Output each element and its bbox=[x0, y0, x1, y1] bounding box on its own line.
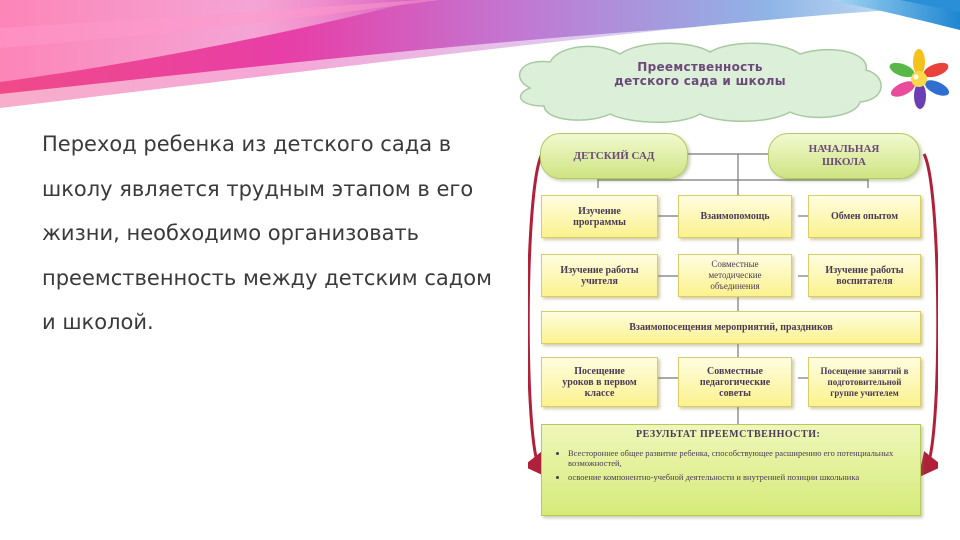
result-title: РЕЗУЛЬТАТ ПРЕЕМСТВЕННОСТИ: bbox=[636, 429, 821, 440]
joint-methodical-line2: методические bbox=[708, 270, 762, 280]
joint-methodical-line3: объединения bbox=[710, 281, 760, 291]
study-teacher-line1: Изучение работы bbox=[560, 264, 639, 276]
result-item-mastery: освоение компонентно-учебной деятельност… bbox=[568, 472, 908, 482]
visit-prep-group-line1: Посещение занятий в bbox=[820, 365, 909, 376]
visit-prep-group-line3: группе учителем bbox=[830, 387, 899, 398]
visit-first-grade-line2: уроков в первом bbox=[562, 376, 637, 388]
mutual-help-box: Взаимопомощь bbox=[678, 195, 792, 238]
study-teacher-work-box: Изучение работы учителя bbox=[541, 254, 658, 297]
mutual-visits-box: Взаимопосещения мероприятий, праздников bbox=[541, 311, 921, 344]
title-cloud bbox=[518, 42, 882, 123]
joint-councils-line2: педагогические bbox=[699, 376, 771, 388]
study-educator-line2: воспитателя bbox=[836, 275, 893, 287]
diagram-title-line2: детского сада и школы bbox=[614, 74, 786, 88]
flower-icon bbox=[889, 49, 950, 109]
joint-councils-line3: советы bbox=[719, 387, 751, 399]
intro-paragraph: Переход ребенка из детского сада в школу… bbox=[42, 132, 492, 334]
primary-school-header: НАЧАЛЬНАЯ ШКОЛА bbox=[768, 133, 920, 179]
visit-first-grade-box: Посещение уроков в первом классе bbox=[541, 357, 658, 407]
study-educator-work-box: Изучение работы воспитателя bbox=[808, 254, 921, 297]
visit-prep-group-line2: подготовительной bbox=[827, 376, 902, 387]
study-program-line1: Изучение bbox=[578, 205, 621, 217]
joint-councils-line1: Совместные bbox=[707, 365, 763, 377]
joint-methodical-box: Совместные методические объединения bbox=[678, 254, 792, 297]
visit-prep-group-box: Посещение занятий в подготовительной гру… bbox=[808, 357, 921, 407]
visit-first-grade-line3: классе bbox=[584, 387, 615, 399]
primary-school-header-line1: НАЧАЛЬНАЯ bbox=[808, 143, 880, 155]
decorative-banner bbox=[0, 0, 960, 112]
result-box: РЕЗУЛЬТАТ ПРЕЕМСТВЕННОСТИ: Всестороннее … bbox=[541, 424, 921, 516]
study-program-line2: программы bbox=[573, 216, 626, 228]
kindergarten-header: ДЕТСКИЙ САД bbox=[540, 133, 688, 179]
experience-exchange-box: Обмен опытом bbox=[808, 195, 921, 238]
result-list: Всестороннее общее развитие ребенка, спо… bbox=[554, 448, 908, 482]
study-program-box: Изучение программы bbox=[541, 195, 658, 238]
joint-councils-box: Совместные педагогические советы bbox=[678, 357, 792, 407]
study-teacher-line2: учителя bbox=[581, 275, 618, 287]
visit-first-grade-line1: Посещение bbox=[574, 365, 625, 377]
diagram-title: Преемственность детского сада и школы bbox=[570, 60, 830, 88]
diagram-title-line1: Преемственность bbox=[637, 60, 763, 74]
result-item-development: Всестороннее общее развитие ребенка, спо… bbox=[568, 448, 908, 468]
study-educator-line1: Изучение работы bbox=[825, 264, 904, 276]
primary-school-header-line2: ШКОЛА bbox=[822, 156, 866, 168]
joint-methodical-line1: Совместные bbox=[711, 259, 759, 269]
